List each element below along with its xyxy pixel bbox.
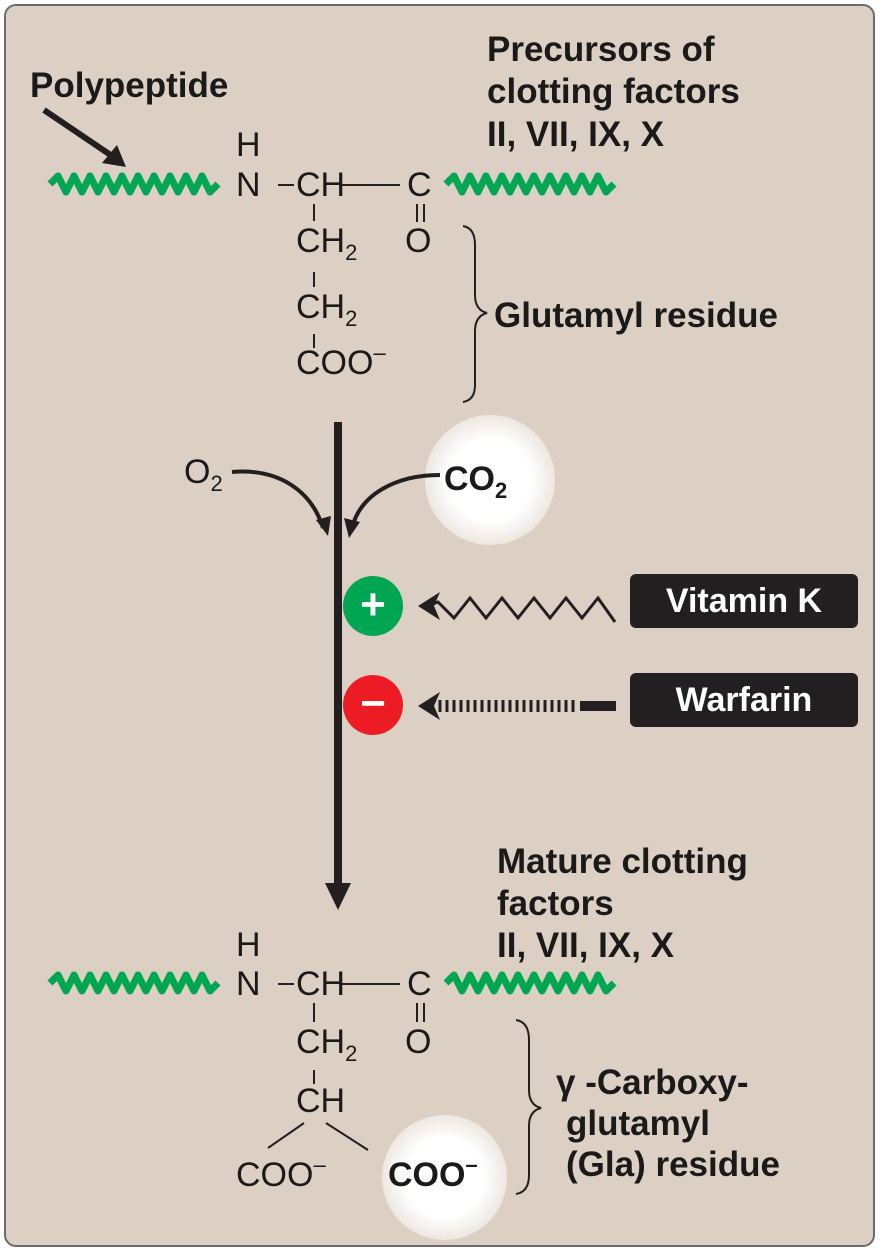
o2-label: O2 [184, 453, 223, 496]
co2-arrow [350, 473, 441, 529]
precursors-label-line1: Precursors of [487, 30, 715, 69]
new-carboxyl-highlight [382, 1115, 507, 1240]
gla-label-line2: glutamyl [566, 1104, 710, 1143]
top-coo: COO– [296, 340, 386, 382]
warfarin-badge: Warfarin [630, 673, 858, 727]
precursors-label-line2: clotting factors [487, 72, 740, 111]
top-chain-left [47, 172, 221, 196]
co2-highlight [425, 415, 555, 545]
top-chain-right [443, 172, 617, 196]
precursors-label-line3: II, VII, IX, X [487, 115, 664, 154]
bottom-h-atom: H [236, 926, 261, 964]
gla-label-line1: γ -Carboxy- [556, 1063, 749, 1102]
co2-label: CO2 [444, 460, 508, 503]
bottom-alpha-ch: CH [296, 965, 346, 1003]
inhibition-minus-icon: − [343, 675, 403, 735]
vitamin-k-badge: Vitamin K [630, 574, 858, 628]
warfarin-arrow [438, 700, 575, 712]
bottom-carbonyl-o: O [405, 1023, 432, 1061]
top-alpha-ch: CH [296, 166, 346, 204]
bottom-coo-left: COO– [236, 1152, 326, 1194]
polypeptide-arrow [42, 107, 120, 163]
top-ch2-b: CH2 [296, 288, 358, 331]
bottom-n-atom: N [236, 965, 261, 1003]
mature-label-line3: II, VII, IX, X [497, 926, 674, 965]
bottom-carbonyl-c: C [407, 965, 432, 1003]
o2-arrow [231, 469, 325, 529]
mature-label-line2: factors [497, 884, 614, 923]
gla-brace [515, 1019, 542, 1195]
mature-label-line1: Mature clotting [497, 842, 748, 881]
bottom-ch-branch: CH [296, 1082, 346, 1120]
polypeptide-label: Polypeptide [30, 66, 229, 105]
top-ch2-a: CH2 [296, 222, 358, 265]
gla-label-line3: (Gla) residue [566, 1145, 780, 1184]
bottom-ch2: CH2 [296, 1023, 358, 1066]
glutamyl-residue-label: Glutamyl residue [494, 296, 778, 335]
bottom-chain-left [47, 971, 221, 995]
bottom-coo-right: COO– [388, 1152, 478, 1194]
bottom-chain-right [443, 971, 617, 995]
top-n-atom: N [236, 166, 261, 204]
top-carbonyl-c: C [407, 166, 432, 204]
top-h-atom: H [236, 126, 261, 164]
top-carbonyl-o: O [405, 222, 432, 260]
vitamin-k-arrow [427, 595, 617, 623]
glutamyl-brace [462, 225, 488, 403]
activation-plus-icon: + [343, 576, 403, 636]
